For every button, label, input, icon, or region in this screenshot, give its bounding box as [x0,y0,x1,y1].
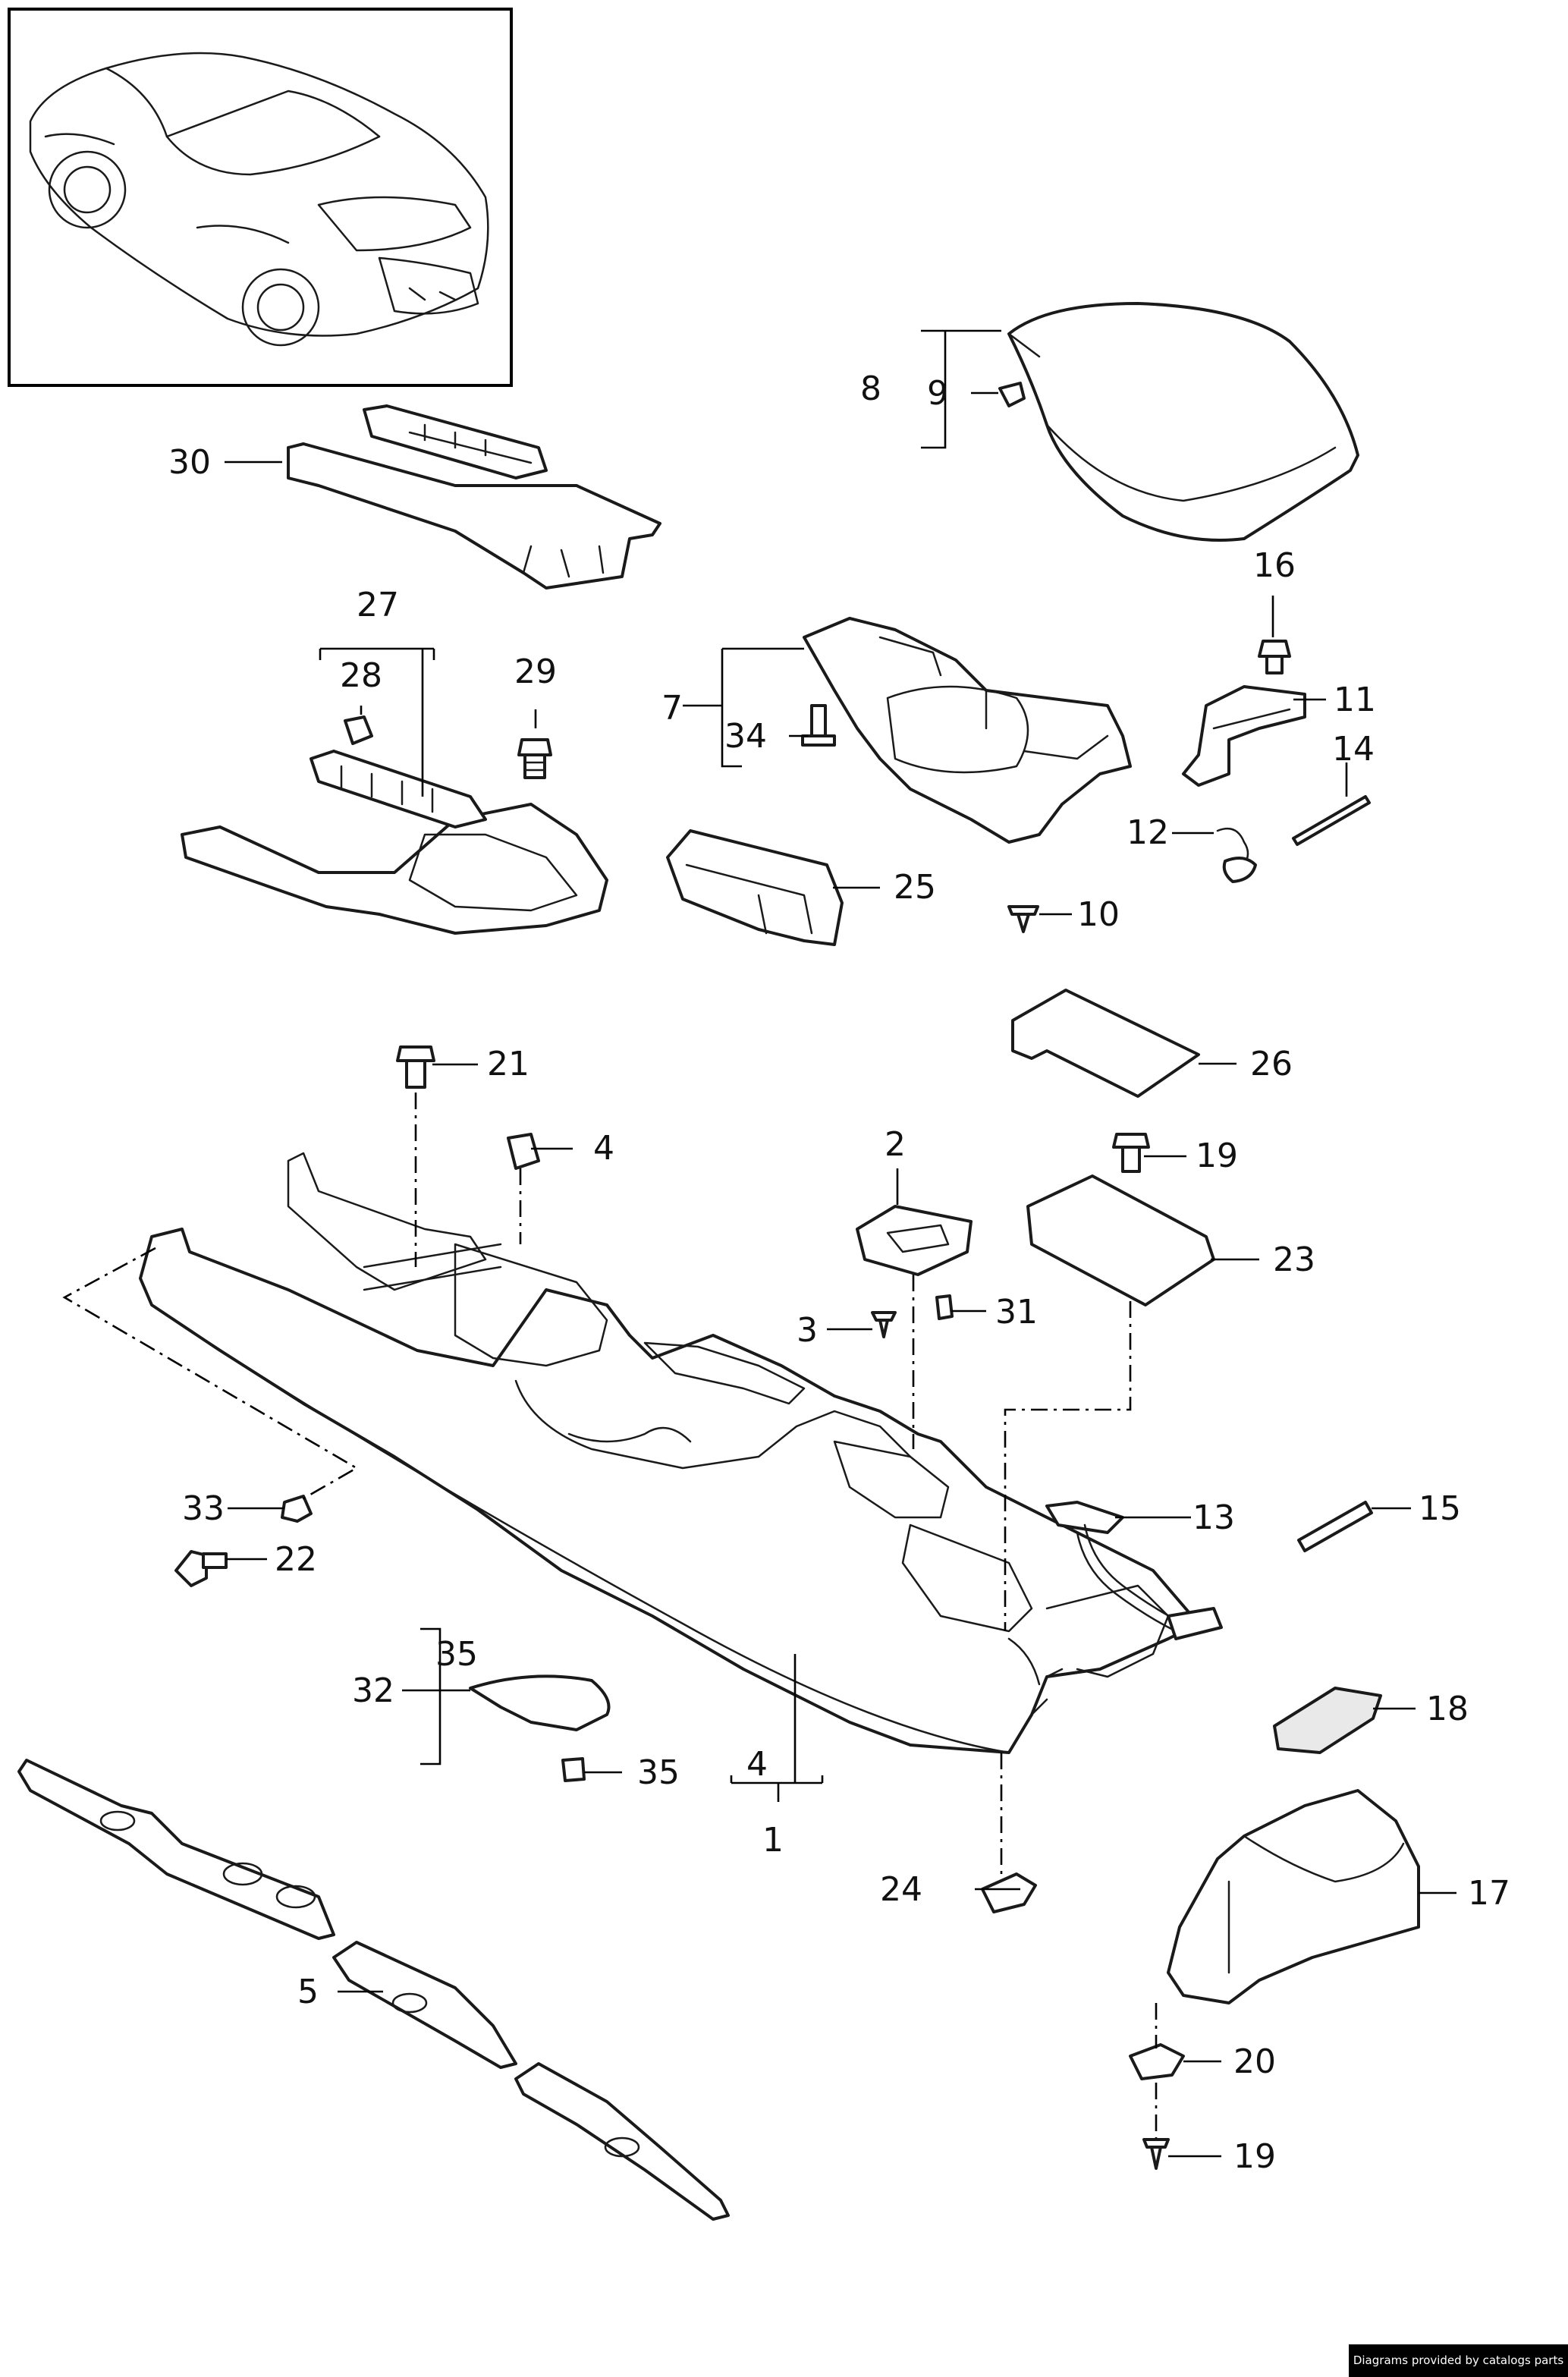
label-4-clip: 4 [593,1129,614,1168]
label-14: 14 [1332,730,1375,769]
car-thumbnail [8,8,513,387]
part-18-rubber-mat [1273,1687,1382,1754]
part-5-insulation-strip [17,1759,730,2221]
label-31: 31 [995,1293,1038,1332]
label-5: 5 [297,1973,319,2011]
part-16-bolt [1258,640,1291,674]
label-15: 15 [1419,1489,1461,1528]
part-8-armrest-lid [998,302,1359,542]
label-12: 12 [1127,813,1169,852]
part-31-clip [935,1294,954,1320]
part-22-bolt [174,1550,228,1587]
part-20-grommet [1129,2043,1185,2080]
label-30: 30 [168,443,211,482]
part-12-spring [1216,827,1257,883]
part-7-storage-box [803,617,1132,844]
label-23: 23 [1273,1240,1315,1279]
part-33-clip-nut [281,1495,313,1523]
label-18: 18 [1426,1690,1469,1728]
label-11: 11 [1334,681,1376,719]
label-16: 16 [1253,546,1296,585]
label-13: 13 [1192,1498,1235,1537]
credit-badge: Diagrams provided by catalogs parts [1349,2344,1568,2377]
part-29-screw [517,738,552,779]
assembly-lines [62,1093,1158,2138]
label-32: 32 [352,1671,394,1710]
label-24: 24 [880,1870,922,1909]
part-23-bracket-plate [1026,1174,1215,1306]
leader-lines [225,329,1456,2158]
label-3: 3 [797,1311,818,1350]
part-24-grommet [981,1872,1037,1913]
part-10-screw [1007,905,1039,933]
part-30-trim-strip [287,404,661,590]
part-32-trim-piece [469,1674,611,1731]
label-25: 25 [894,868,936,907]
label-20: 20 [1233,2042,1276,2081]
part-19-screw-lower [1142,2138,1170,2170]
label-28: 28 [340,656,382,695]
label-8: 8 [860,369,881,408]
part-14-pin [1292,795,1371,846]
part-4-clip [507,1133,540,1170]
part-1-center-console [139,1152,1200,1754]
label-35-upper: 35 [435,1635,478,1674]
part-2-cup-holder [856,1205,973,1276]
label-26: 26 [1250,1045,1293,1083]
label-27: 27 [357,586,399,624]
label-29: 29 [514,652,557,691]
part-26-mat [1011,989,1200,1098]
label-7: 7 [661,689,683,728]
label-22: 22 [275,1540,317,1579]
label-33: 33 [182,1489,225,1528]
label-19-lower: 19 [1233,2137,1276,2176]
part-27-inner-frame [181,715,608,935]
part-11-hinge-bracket [1182,685,1306,787]
label-21: 21 [487,1045,529,1083]
part-19-bolt-upper [1112,1133,1150,1173]
part-21-bolt [396,1045,435,1089]
label-1: 1 [762,1821,784,1860]
label-34: 34 [724,717,767,756]
part-numbers: 30 8 9 16 11 14 12 10 25 27 28 29 7 34 2… [168,369,1510,2176]
part-13-cable-harness [1045,1501,1223,1640]
label-10: 10 [1077,895,1120,934]
label-35-lower: 35 [637,1753,680,1792]
label-19-upper: 19 [1196,1137,1238,1175]
part-15-pin [1297,1501,1373,1552]
part-25-tray [666,829,844,946]
part-17-rear-cover [1167,1789,1420,2004]
label-9: 9 [927,374,948,413]
part-35-clip [561,1757,586,1782]
part-34-screw [801,704,836,747]
label-2: 2 [885,1125,906,1164]
part-3-screw [871,1311,897,1338]
label-17: 17 [1468,1874,1510,1913]
label-4-console: 4 [746,1745,768,1784]
